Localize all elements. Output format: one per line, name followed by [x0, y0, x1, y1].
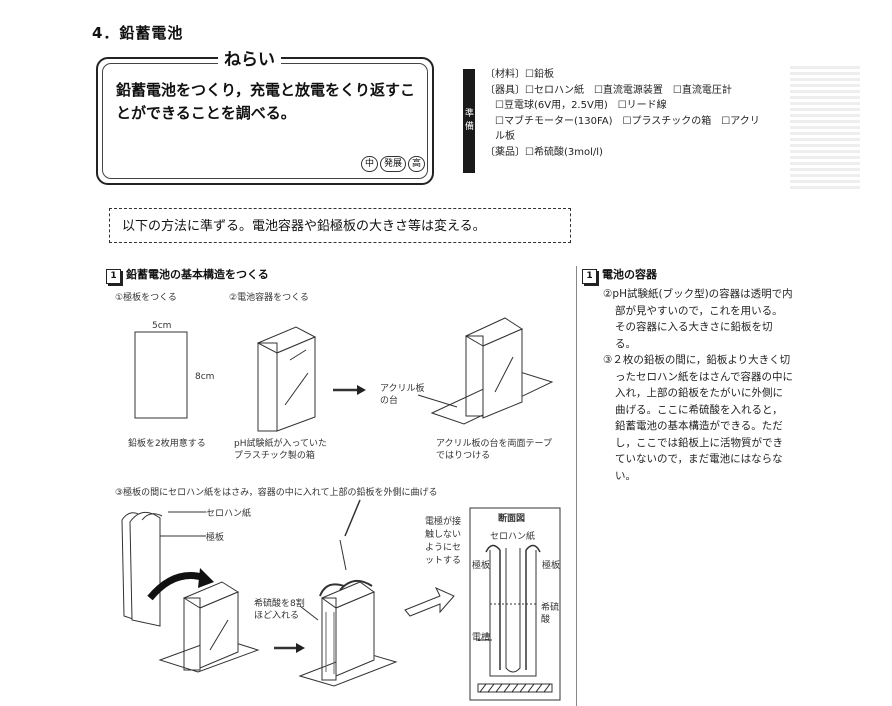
preparation-label: 準備: [463, 69, 475, 173]
acid-label-a: 希硫酸を8割: [254, 599, 305, 609]
prep-line: ル板: [485, 131, 515, 143]
note-line: ようにセ: [425, 543, 462, 553]
container-with-acid: [298, 499, 398, 687]
caption-acrylic-b: ではりつける: [436, 451, 491, 461]
section-number: 1: [582, 269, 597, 284]
step2-label: ②電池容器をつくる: [229, 293, 309, 303]
caption-box-a: pH試験紙が入っていた: [234, 439, 328, 449]
container-with-plates: [158, 581, 260, 673]
arrow-right-icon: [274, 643, 305, 653]
lead-plate: [134, 331, 188, 419]
plates-with-cellophane: [121, 511, 206, 627]
arrow-right-icon: [333, 385, 366, 395]
prep-line: 〔器具〕☐セロハン紙 ☐直流電源装置 ☐直流電圧計: [485, 84, 732, 96]
caption-acrylic-a: アクリル板の台を両面テープ: [436, 439, 553, 449]
box-on-acrylic-stand: [417, 317, 554, 425]
acrylic-label-a: アクリル板: [380, 384, 425, 394]
cross-plate-right-label: 極板: [542, 561, 561, 571]
plate-label: 極板: [206, 533, 225, 543]
level-badge: 中: [361, 156, 379, 172]
paragraph: ③２枚の鉛板の間に，鉛板より大きく切ったセロハン紙をはさんで容器の中に入れ，上部…: [603, 354, 793, 482]
step1-label: ①極板をつくる: [115, 293, 177, 303]
dim-width: 5cm: [152, 321, 172, 331]
cross-cellophane-label: セロハン紙: [490, 532, 536, 542]
cross-plate-left-label: 極板: [472, 561, 491, 571]
acid-label-b: ほど入れる: [254, 611, 300, 621]
aim-label: ねらい: [218, 45, 281, 70]
caption-box-b: プラスチック製の箱: [234, 451, 315, 461]
scan-shading: [790, 66, 860, 191]
method-note: 以下の方法に準ずる。電池容器や鉛極板の大きさ等は変える。: [109, 208, 571, 243]
plastic-box: [256, 326, 317, 432]
section-number: 1: [106, 269, 121, 284]
level-badge: 高: [408, 156, 426, 172]
dim-height: 8cm: [195, 372, 215, 382]
aim-text: 鉛蓄電池をつくり，充電と放電をくり返すことができることを調べる。: [116, 81, 415, 122]
caption-plate: 鉛板を2枚用意する: [128, 439, 206, 449]
column-divider: [576, 266, 577, 706]
level-badge: 発展: [380, 156, 407, 172]
prep-line: 〔薬品〕☐希硫酸(3mol/l): [485, 146, 603, 158]
right-body: ②pH試験紙(ブック型)の容器は透明で内部が見やすいので，これを用いる。その容器…: [603, 286, 793, 484]
acrylic-label-b: の台: [380, 396, 399, 406]
note-line: ットする: [425, 556, 462, 566]
prep-line: ☐豆電球(6V用，2.5V用) ☐リード線: [485, 100, 667, 112]
cross-section-title: 断面図: [498, 514, 526, 524]
curved-arrow-icon: [147, 572, 207, 601]
step3-label: ③極板の間にセロハン紙をはさみ，容器の中に入れて上部の鉛板を外側に曲げる: [115, 488, 438, 498]
section-title: 4．鉛蓄電池: [92, 24, 184, 42]
paragraph: ②pH試験紙(ブック型)の容器は透明で内部が見やすいので，これを用いる。その容器…: [603, 288, 793, 350]
note-line: 触しない: [425, 530, 462, 540]
open-arrow-icon: [404, 586, 455, 617]
cross-acid-label-b: 酸: [541, 615, 551, 625]
cross-acid-label-a: 希硫: [541, 603, 560, 613]
prep-line: 〔材料〕☐鉛板: [485, 69, 554, 80]
preparation-list: 〔材料〕☐鉛板 〔器具〕☐セロハン紙 ☐直流電源装置 ☐直流電圧計 ☐豆電球(6…: [485, 67, 805, 161]
cellophane-label: セロハン紙: [206, 509, 252, 519]
prep-line: ☐マブチモーター(130FA) ☐プラスチックの箱 ☐アクリ: [485, 115, 760, 127]
level-badges: 中 発展 高: [361, 156, 426, 172]
note-line: 電極が接: [425, 517, 462, 527]
cross-container-label: 電槽: [472, 633, 491, 643]
